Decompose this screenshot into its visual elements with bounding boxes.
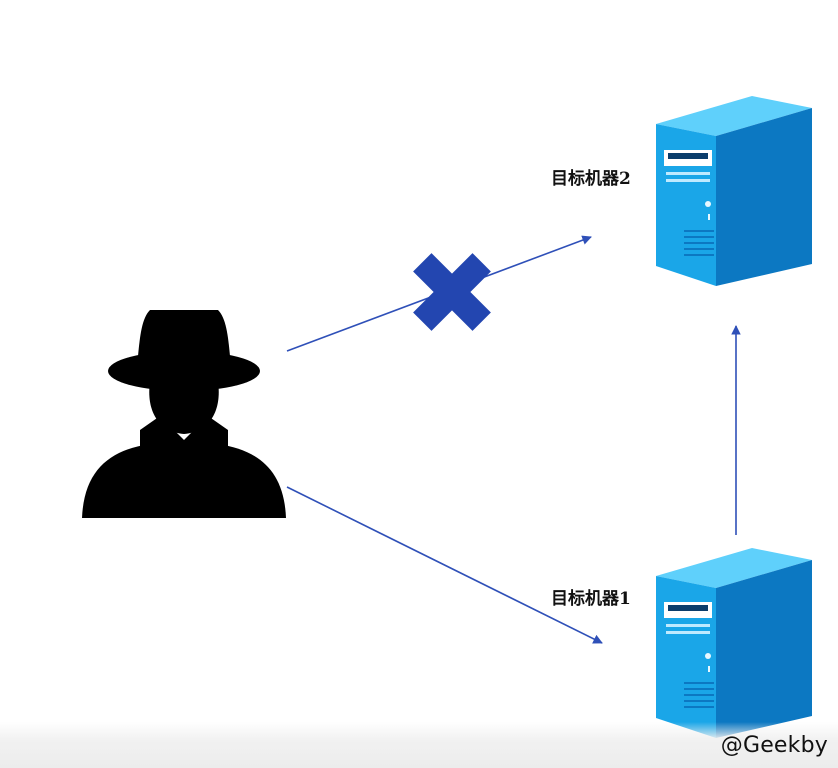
footer-band	[0, 722, 838, 768]
target-1-label: 目标机器1	[551, 589, 631, 609]
watermark-text: @Geekby	[720, 733, 828, 758]
server-icon	[656, 548, 812, 738]
hacker-icon	[82, 310, 286, 518]
server-icon	[656, 96, 812, 286]
target-2-label: 目标机器2	[551, 169, 631, 189]
blocked-cross-icon	[413, 253, 491, 331]
edge-attacker-to-target1	[286, 486, 603, 644]
